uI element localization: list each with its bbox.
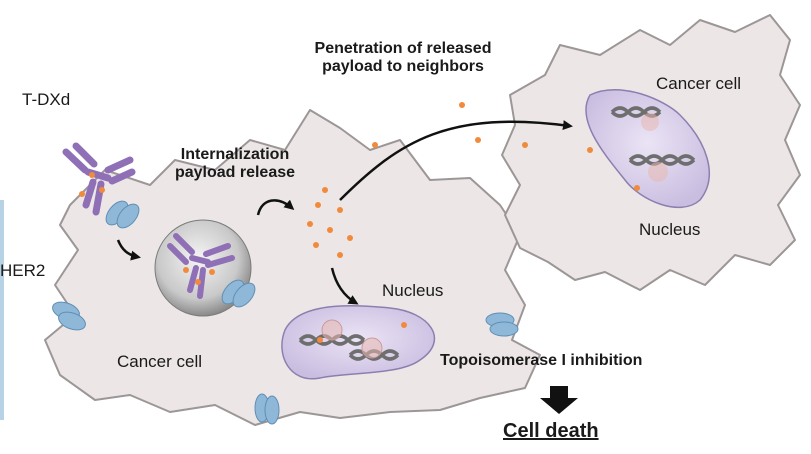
topo-complex-main-2 [361,337,383,359]
nucleus-label-neighbor: Nucleus [639,220,701,239]
topo-complex-neighbor-2 [648,162,668,182]
nucleus-entry-arrow [330,267,359,305]
tdxd-label: T-DXd [22,90,71,109]
penetration-label-line2: payload to neighbors [322,58,484,75]
cancer-cell-label-neighbor: Cancer cell [656,74,742,93]
internalization-label-line1: Internalization [180,146,290,163]
nucleus-label-main: Nucleus [382,281,444,300]
her2-receptor-5 [254,393,280,425]
her2-receptor-4 [485,312,519,337]
her2-receptor-1 [105,200,140,229]
topo-complex-main-1 [321,319,343,341]
cell-death-arrow [540,386,578,414]
internalization-label: Internalization payload release [155,146,315,182]
nucleus-neighbor [585,88,710,209]
penetration-label: Penetration of released payload to neigh… [268,40,538,76]
dna-helix-neighbor-2 [628,154,696,166]
edge-strip [0,200,4,420]
penetration-arrow [339,120,573,201]
internalization-arrow [116,239,141,261]
her2-receptor-2 [221,279,256,308]
cancer-cell-label-main: Cancer cell [117,352,203,371]
payload-dots [79,102,640,343]
her2-receptor-3 [52,301,86,331]
topo-complex-neighbor-1 [641,113,659,131]
internalization-label-line2: payload release [174,164,296,181]
release-arrow [256,199,295,216]
penetration-label-line1: Penetration of released [314,40,492,57]
topoisomerase-label: Topoisomerase I inhibition [440,352,643,369]
cell-death-label: Cell death [503,420,599,442]
internalized-antibody-icon [167,233,235,299]
her2-label: HER2 [0,261,46,280]
